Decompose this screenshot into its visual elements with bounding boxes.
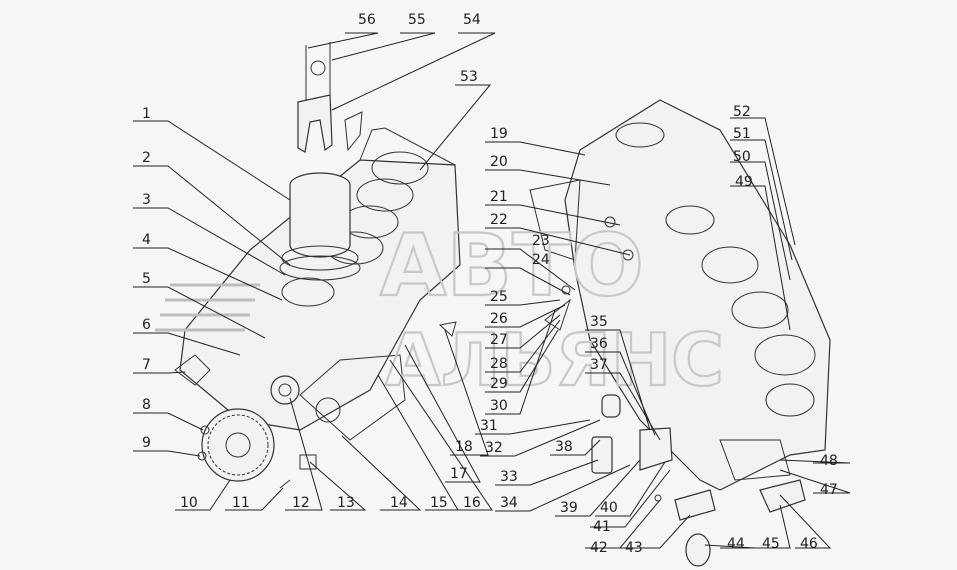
callout-36: 36 (590, 336, 608, 352)
callout-3: 3 (142, 192, 151, 208)
callout-40: 40 (600, 500, 618, 516)
callout-35: 35 (590, 314, 608, 330)
callout-43: 43 (625, 540, 643, 556)
callout-20: 20 (490, 154, 508, 170)
callout-18: 18 (455, 439, 473, 455)
callout-1: 1 (142, 106, 151, 122)
callout-10: 10 (180, 495, 198, 511)
callout-46: 46 (800, 536, 818, 552)
callout-24: 24 (532, 252, 550, 268)
callout-31: 31 (480, 418, 498, 434)
callout-44: 44 (727, 536, 745, 552)
callout-19: 19 (490, 126, 508, 142)
callout-33: 33 (500, 469, 518, 485)
callout-15: 15 (430, 495, 448, 511)
callout-17: 17 (450, 466, 468, 482)
cylinder-liner (279, 172, 361, 281)
callout-28: 28 (490, 356, 508, 372)
callout-8: 8 (142, 397, 151, 413)
watermark: АВТО АЛЬЯНС (155, 215, 725, 403)
callout-4: 4 (142, 232, 151, 248)
callout-12: 12 (292, 495, 310, 511)
callout-38: 38 (555, 439, 573, 455)
callout-39: 39 (560, 500, 578, 516)
callout-48: 48 (820, 453, 838, 469)
callout-16: 16 (463, 495, 481, 511)
callout-56: 56 (358, 12, 376, 28)
callout-26: 26 (490, 311, 508, 327)
watermark-line1: АВТО (380, 216, 644, 316)
watermark-line2: АЛЬЯНС (385, 318, 724, 402)
callout-49: 49 (735, 174, 753, 190)
timing-gear (201, 375, 300, 482)
lifting-bracket (297, 42, 363, 153)
callout-41: 41 (593, 519, 611, 535)
right-small-parts (438, 216, 806, 567)
callout-13: 13 (337, 495, 355, 511)
callout-2: 2 (142, 150, 151, 166)
callout-50: 50 (733, 149, 751, 165)
callout-34: 34 (500, 495, 518, 511)
callout-21: 21 (490, 189, 508, 205)
callout-52: 52 (733, 104, 751, 120)
callout-labels: 1 2 3 4 5 6 7 8 9 10 11 12 13 14 15 16 1… (142, 12, 838, 556)
callout-45: 45 (762, 536, 780, 552)
callout-30: 30 (490, 398, 508, 414)
callout-22: 22 (490, 212, 508, 228)
callout-5: 5 (142, 271, 151, 287)
callout-47: 47 (820, 482, 838, 498)
callout-6: 6 (142, 317, 151, 333)
callout-53: 53 (460, 69, 478, 85)
callout-23: 23 (532, 233, 550, 249)
callout-51: 51 (733, 126, 751, 142)
callout-32: 32 (485, 440, 503, 456)
callout-9: 9 (142, 435, 151, 451)
callout-55: 55 (408, 12, 426, 28)
callout-27: 27 (490, 332, 508, 348)
callout-25: 25 (490, 289, 508, 305)
callout-42: 42 (590, 540, 608, 556)
callout-37: 37 (590, 357, 608, 373)
callout-11: 11 (232, 495, 250, 511)
callout-29: 29 (490, 376, 508, 392)
callout-7: 7 (142, 357, 151, 373)
callout-14: 14 (390, 495, 408, 511)
leader-lines (133, 32, 851, 549)
callout-54: 54 (463, 12, 481, 28)
